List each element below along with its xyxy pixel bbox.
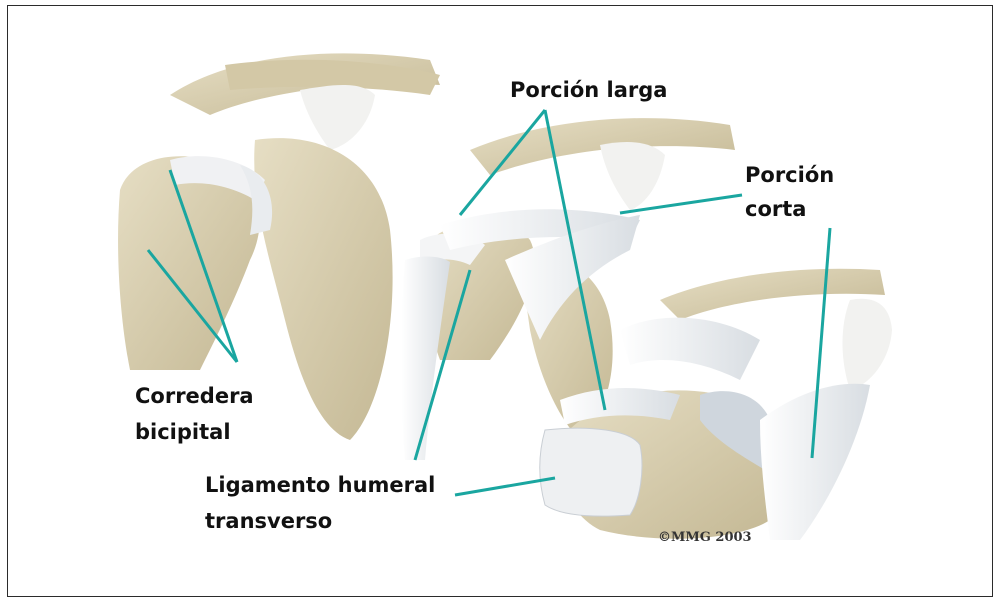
label-porcion-larga: Porción larga bbox=[510, 77, 667, 104]
label-ligamento-line2: transverso bbox=[205, 508, 332, 535]
leader-larga-a bbox=[460, 110, 545, 215]
leader-ligamento-b bbox=[455, 478, 555, 495]
label-porcion-corta-line2: corta bbox=[745, 196, 806, 223]
label-porcion-corta-line1: Porción bbox=[745, 162, 834, 189]
label-ligamento-line1: Ligamento humeral bbox=[205, 472, 435, 499]
label-corredera-line1: Corredera bbox=[135, 383, 254, 410]
label-corredera-line2: bicipital bbox=[135, 419, 231, 446]
left-shoulder-bones bbox=[118, 53, 440, 440]
copyright-notice: ©MMG 2003 bbox=[658, 530, 752, 545]
